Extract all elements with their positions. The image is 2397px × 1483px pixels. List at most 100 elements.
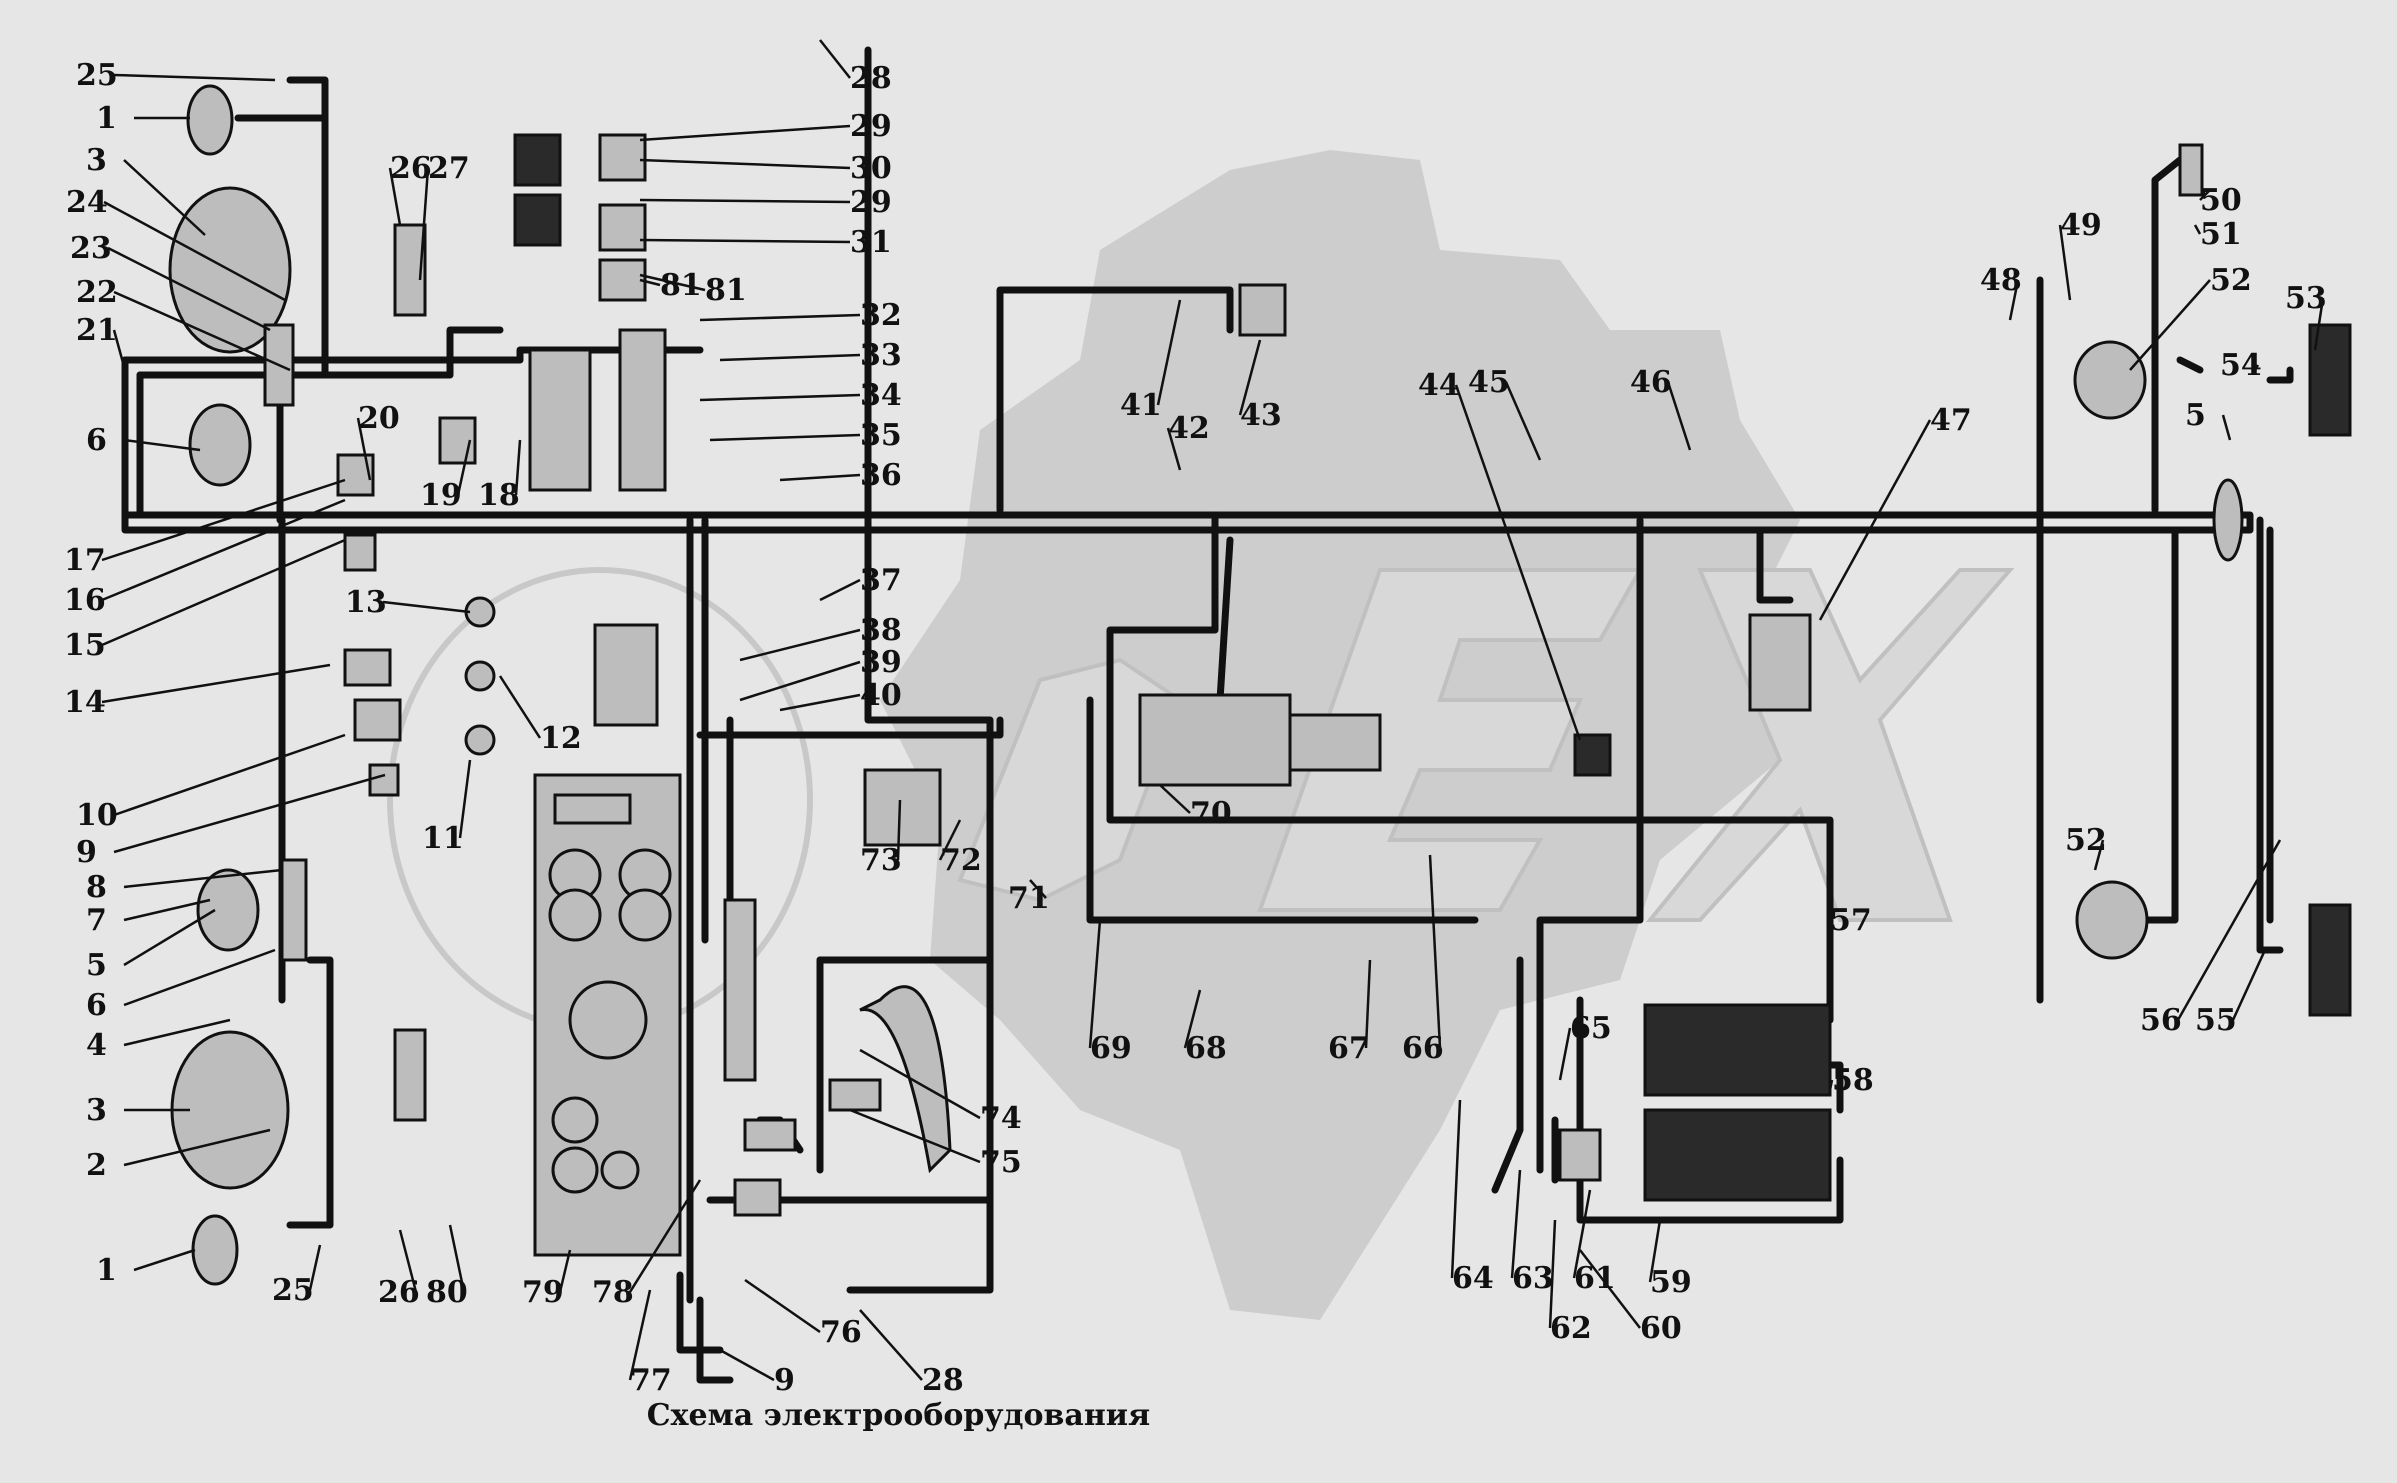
leader-line: [1579, 1249, 1641, 1329]
callout-label: 26: [390, 151, 432, 186]
callout-label: 13: [345, 585, 387, 620]
callout-label: 62: [1550, 1311, 1592, 1346]
leader-line: [456, 439, 472, 496]
leader-line: [849, 1108, 981, 1164]
callout-label: 1: [96, 101, 117, 136]
callout-label: 47: [1930, 403, 1972, 438]
callout-label: 20: [358, 401, 400, 436]
callout-label: 2: [86, 1148, 107, 1183]
callout-label: 16: [64, 583, 106, 618]
leader-line: [739, 628, 861, 662]
callout-label: 75: [980, 1145, 1022, 1180]
callout-label: 18: [478, 478, 520, 513]
leader-line: [1828, 1079, 1834, 1091]
leader-line: [1510, 1169, 1522, 1279]
callout-label: 6: [86, 988, 107, 1023]
leader-line: [356, 417, 372, 481]
leader-line: [2129, 279, 2211, 371]
leader-line: [113, 73, 276, 82]
leader-line: [1088, 919, 1102, 1049]
leader-line: [123, 438, 201, 452]
callout-label: 80: [426, 1275, 468, 1310]
leader-line: [458, 759, 472, 839]
callout-label: 34: [860, 378, 902, 413]
leader-line: [1504, 381, 1542, 461]
callout-label: 35: [860, 418, 902, 453]
batteries: [1558, 1003, 1832, 1202]
leader-line: [744, 1278, 821, 1334]
callout-label: 72: [940, 843, 982, 878]
leader-line: [1159, 784, 1191, 814]
callout-label: 29: [850, 185, 892, 220]
callout-label: 8: [86, 870, 107, 905]
leader-line: [779, 693, 861, 712]
leader-line: [123, 159, 206, 236]
leader-line: [123, 1128, 271, 1167]
leader-line: [101, 498, 346, 602]
leader-line: [388, 167, 402, 226]
right-devices: [2073, 143, 2352, 1017]
callout-label: 25: [76, 58, 118, 93]
leader-line: [133, 1248, 196, 1272]
callout-label: 56: [2140, 1003, 2182, 1038]
callout-label: 79: [522, 1275, 564, 1310]
leader-line: [398, 1229, 418, 1293]
side-lamp-icon: [186, 84, 234, 156]
callout-label: 51: [2200, 217, 2242, 252]
callout-label: 57: [1830, 903, 1872, 938]
caption-text: Схема электрооборудования: [646, 1398, 1151, 1433]
callout-label: 30: [850, 151, 892, 186]
callout-label: 64: [1452, 1261, 1494, 1296]
callout-label: 38: [860, 613, 902, 648]
callout-label: 61: [1574, 1261, 1616, 1296]
leader-line: [1156, 299, 1182, 406]
callout-label: 21: [76, 313, 118, 348]
leader-line: [709, 433, 861, 442]
callout-label: 36: [860, 458, 902, 493]
callout-label: 6: [86, 423, 107, 458]
leader-line: [1572, 1189, 1592, 1279]
leader-line: [1029, 879, 1047, 899]
leader-line: [628, 1289, 652, 1381]
leader-line: [639, 273, 706, 292]
leader-line: [2199, 189, 2211, 201]
leader-line: [1428, 854, 1442, 1049]
callout-label: 5: [86, 948, 107, 983]
callout-label: 66: [1402, 1031, 1444, 1066]
leader-line: [2058, 224, 2072, 301]
callout-label: 5: [2185, 398, 2206, 433]
leader-line: [699, 313, 861, 322]
callout-label: 25: [272, 1273, 314, 1308]
callout-label: 28: [922, 1363, 964, 1398]
leader-line: [699, 393, 861, 402]
callout-label: 4: [86, 1028, 107, 1063]
callout-label: 22: [76, 275, 118, 310]
leader-line: [103, 200, 286, 302]
leader-line: [113, 773, 386, 854]
leader-line: [896, 799, 902, 861]
leader-line: [123, 948, 276, 1007]
callout-label: 19: [420, 478, 462, 513]
callout-label: 33: [860, 338, 902, 373]
leader-line: [1450, 1099, 1462, 1279]
leader-line: [639, 158, 851, 170]
callout-labels: 2513242322216171615141098756432125202627…: [64, 39, 2327, 1398]
callout-label: 17: [64, 543, 106, 578]
leader-line: [1454, 384, 1582, 741]
callout-label: 10: [76, 798, 118, 833]
fuse-blocks: [513, 133, 757, 1082]
leader-line: [1364, 959, 1372, 1049]
callout-label: 3: [86, 1093, 107, 1128]
callout-label: 1: [96, 1253, 117, 1288]
leader-line: [101, 478, 346, 562]
callout-label: 3: [86, 143, 107, 178]
callout-label: 60: [1640, 1311, 1682, 1346]
callout-label: 59: [1650, 1265, 1692, 1300]
center-devices: [733, 283, 1812, 1217]
callout-label: 44: [1418, 368, 1460, 403]
leader-line: [2253, 364, 2260, 371]
callout-label: 46: [1630, 365, 1672, 400]
leader-line: [2313, 297, 2325, 351]
